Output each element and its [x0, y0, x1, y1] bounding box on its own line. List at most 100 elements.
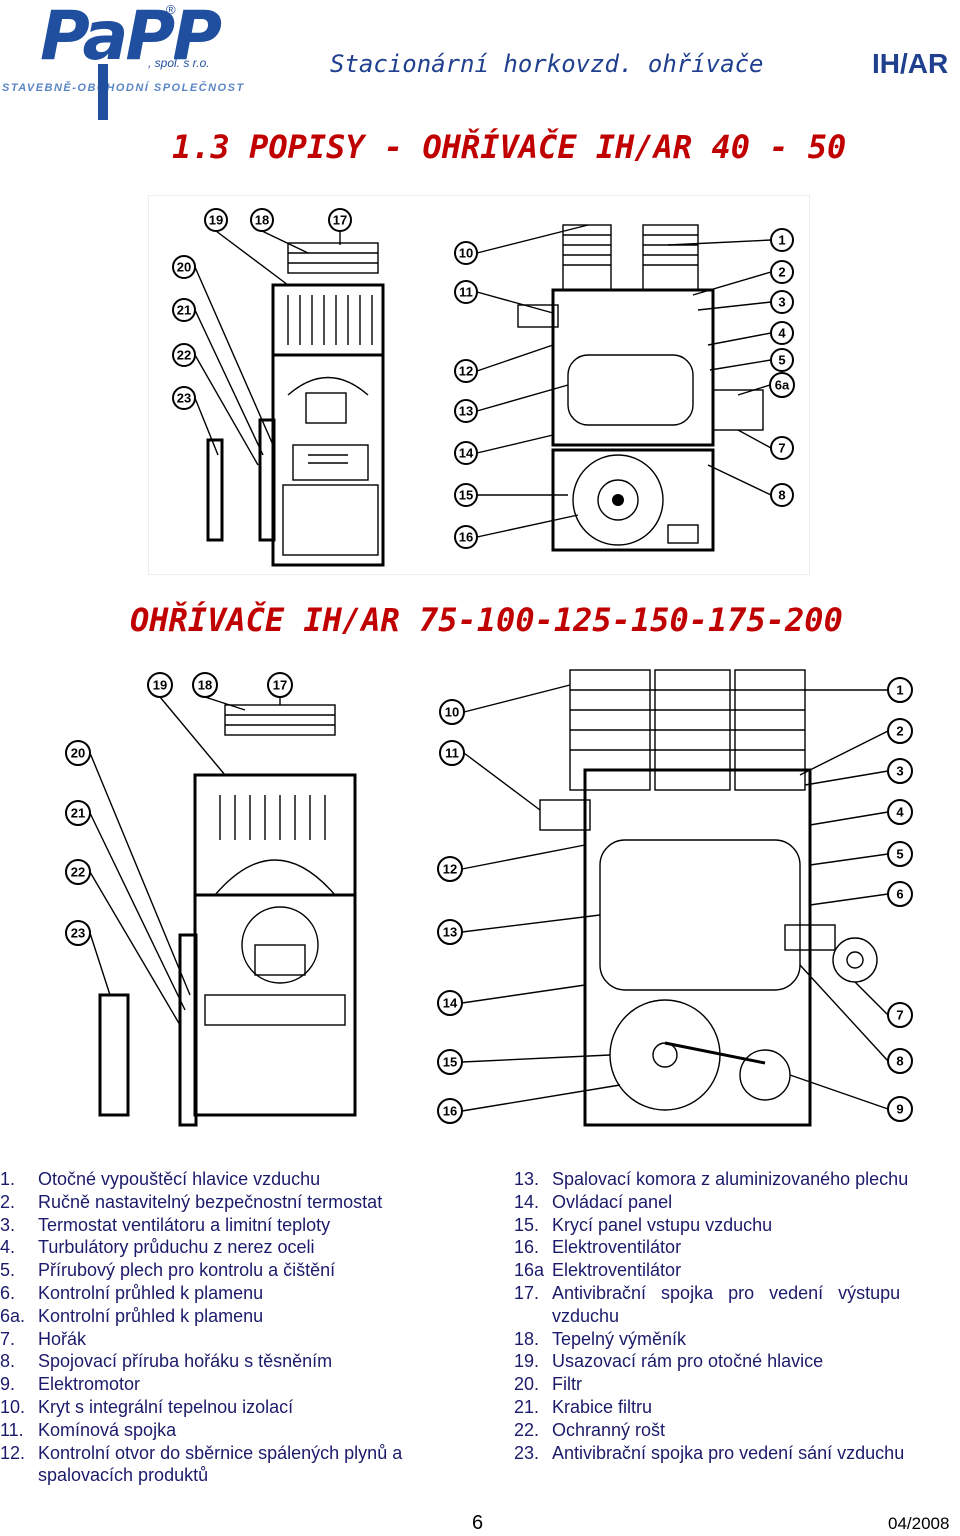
legend-item: 22. Ochranný rošt [514, 1419, 958, 1442]
legend-item-text: Otočné vypouštěcí hlavice vzduchu [38, 1169, 321, 1189]
svg-text:14: 14 [443, 996, 458, 1011]
callouts-right-40-50: 10 11 12 13 14 15 16 1 2 3 4 5 6a 7 8 [454, 228, 795, 549]
svg-text:15: 15 [443, 1055, 457, 1070]
svg-text:11: 11 [459, 285, 473, 300]
legend-item-text: Tepelný výměník [552, 1328, 687, 1349]
svg-text:6a: 6a [775, 378, 790, 393]
legend-item: 4. Turbulátory průduchu z nerez oceli [0, 1236, 470, 1259]
legend-item: 9. Elektromotor [0, 1373, 470, 1396]
svg-text:7: 7 [778, 441, 785, 456]
side-view-75-200 [539, 669, 878, 1127]
legend-item-number: 9. [0, 1374, 16, 1395]
legend-item: 7.Hořák [0, 1328, 470, 1351]
svg-text:2: 2 [778, 265, 785, 280]
svg-text:1: 1 [896, 683, 903, 698]
svg-text:7: 7 [896, 1008, 903, 1023]
page-number: 6 [472, 1512, 484, 1534]
logo-text: PaPP [40, 0, 222, 76]
legend-item-text: Antivibrační spojka pro vedení sání vzdu… [552, 1442, 905, 1463]
legend-item-number: 20. [514, 1374, 540, 1395]
legend-item-text: Filtr [552, 1374, 582, 1395]
legend-item-text: Komínová spojka [38, 1419, 177, 1440]
svg-text:16: 16 [443, 1104, 457, 1119]
svg-text:6: 6 [896, 887, 903, 902]
legend-item-text: Turbulátory průduchu z nerez oceli [38, 1237, 315, 1258]
legend-item-text: Ovládací panel [552, 1191, 673, 1212]
legend-item-number: 7. [0, 1328, 16, 1349]
legend-item-text: vzduchu [552, 1305, 620, 1326]
document-title: Stacionární horkovzd. ohřívače [330, 50, 764, 78]
front-view-75-200 [98, 704, 357, 1127]
legend-item: vzduchu [514, 1305, 958, 1328]
svg-text:14: 14 [459, 446, 474, 461]
legend-item-number [514, 1305, 552, 1328]
svg-text:8: 8 [778, 488, 785, 503]
logo-company-suffix: , spol. s r.o. [148, 56, 210, 70]
legend-item-number: 3. [0, 1214, 16, 1235]
legend-item: 6. Kontrolní průhled k plamenu [0, 1282, 470, 1305]
legend-item-number [0, 1464, 38, 1487]
legend-item-text: Krabice filtru [552, 1396, 653, 1417]
legend-item-text: Kryt s integrální tepelnou izolací [38, 1396, 294, 1417]
svg-text:12: 12 [443, 862, 457, 877]
svg-text:23: 23 [71, 926, 85, 941]
legend-item: 6a.Kontrolní průhled k plamenu [0, 1305, 470, 1328]
svg-text:1: 1 [778, 233, 785, 248]
legend-item: spalovacích produktů [0, 1464, 470, 1487]
legend-item-number: 2. [0, 1191, 16, 1212]
legend-item: 19.Usazovací rám pro otočné hlavice [514, 1350, 958, 1373]
legend-item-number: 16. [514, 1237, 540, 1258]
svg-text:15: 15 [459, 488, 473, 503]
svg-text:5: 5 [896, 847, 903, 862]
legend-item-text: Elektroventilátor [552, 1260, 682, 1281]
legend-item-number: 14. [514, 1191, 540, 1212]
svg-text:4: 4 [778, 326, 786, 341]
svg-text:12: 12 [459, 364, 473, 379]
legend-item-text: Spalovací komora z aluminizovaného plech… [552, 1169, 909, 1189]
svg-text:4: 4 [896, 805, 904, 820]
legend-item: 17.Antivibrační spojka pro vedení výstup… [514, 1282, 958, 1305]
svg-text:21: 21 [177, 303, 191, 318]
section-title-1: 1.3 POPISY - OHŘÍVAČE IH/AR 40 - 50 [172, 128, 847, 166]
legend-item-text: Elektromotor [38, 1374, 141, 1395]
legend-item: 12. Kontrolní otvor do sběrnice spálených… [0, 1442, 470, 1465]
legend-item-number: 6a. [0, 1305, 26, 1326]
legend-item: 1.Otočné vypouštěcí hlavice vzduchu [0, 1168, 470, 1191]
legend-item-number: 6. [0, 1282, 16, 1303]
document-date: 04/2008 [888, 1514, 950, 1533]
legend-item-number: 12. [0, 1442, 26, 1463]
svg-text:21: 21 [71, 806, 85, 821]
legend-item-number: 19. [514, 1351, 540, 1372]
legend-item: 20. Filtr [514, 1373, 958, 1396]
legend-item-text: Ochranný rošt [552, 1419, 666, 1440]
legend-item: 13.Spalovací komora z aluminizovaného pl… [514, 1168, 958, 1191]
svg-text:11: 11 [445, 746, 459, 761]
legend-item-number: 15. [514, 1214, 540, 1235]
legend-item-text: spalovacích produktů [38, 1465, 209, 1486]
legend-item-number: 5. [0, 1260, 16, 1281]
legend-item: 10.Kryt s integrální tepelnou izolací [0, 1396, 470, 1419]
legend-item: 16.Elektroventilátor [514, 1236, 958, 1259]
svg-text:13: 13 [459, 404, 473, 419]
legend-item: 15.Krycí panel vstupu vzduchu [514, 1214, 958, 1237]
heater-diagram-75-200: 19 18 17 20 21 22 23 10 11 12 13 14 15 1… [40, 665, 920, 1140]
legend-item-number: 4. [0, 1237, 16, 1258]
legend-right: 13.Spalovací komora z aluminizovaného pl… [514, 1168, 958, 1464]
legend-item-text: Kontrolní průhled k plamenu [38, 1282, 264, 1303]
legend-item: 14. Ovládací panel [514, 1191, 958, 1214]
legend-item: 11.Komínová spojka [0, 1419, 470, 1442]
legend-item-text: Termostat ventilátoru a limitní teploty [38, 1214, 331, 1235]
front-view-40-50 [206, 242, 385, 567]
legend-item: 23.Antivibrační spojka pro vedení sání v… [514, 1442, 958, 1465]
svg-text:13: 13 [443, 925, 457, 940]
svg-text:8: 8 [896, 1054, 903, 1069]
svg-text:23: 23 [177, 391, 191, 406]
svg-text:18: 18 [255, 213, 269, 228]
svg-text:19: 19 [209, 213, 223, 228]
svg-text:19: 19 [153, 678, 167, 693]
svg-text:3: 3 [778, 295, 785, 310]
logo-tagline: STAVEBNĚ-OBCHODNÍ SPOLEČNOST [2, 82, 245, 94]
legend-item-number: 22. [514, 1419, 540, 1440]
legend-item-text: Kontrolní otvor do sběrnice spálených pl… [38, 1442, 403, 1463]
